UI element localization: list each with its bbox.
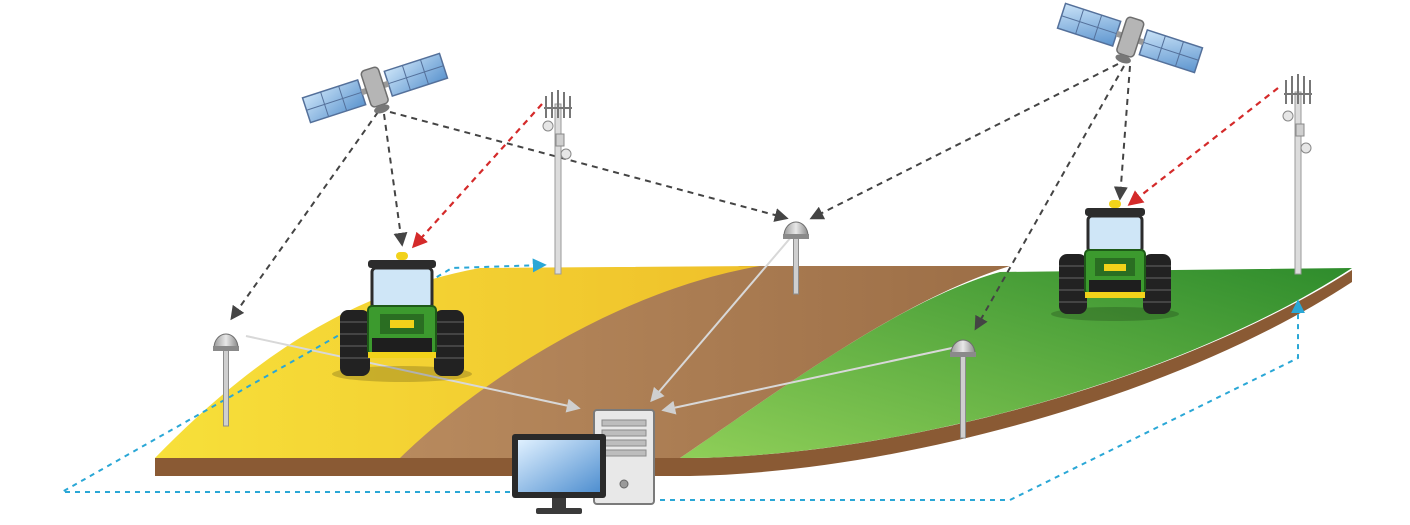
green-field bbox=[680, 268, 1352, 458]
data-link bbox=[650, 235, 793, 403]
tractor-icon bbox=[1051, 200, 1179, 321]
field bbox=[155, 266, 1352, 476]
cell-tower-icon bbox=[1282, 74, 1312, 275]
gnss-link bbox=[809, 63, 1119, 220]
gnss-base-station-icon bbox=[213, 333, 239, 427]
gnss-base-station-icon bbox=[950, 339, 976, 439]
correction-link bbox=[411, 103, 543, 249]
gnss-link bbox=[1113, 65, 1131, 201]
gnss-link bbox=[389, 111, 789, 222]
gnss-signal-links bbox=[230, 63, 1131, 331]
brown-field bbox=[395, 266, 1010, 458]
data-link bbox=[245, 335, 581, 413]
network-link-right bbox=[640, 299, 1305, 501]
tractor-icon bbox=[332, 252, 472, 382]
data-link bbox=[661, 347, 953, 415]
satellite-icon bbox=[1056, 2, 1204, 74]
satellite-icon bbox=[301, 52, 449, 124]
monitor-icon bbox=[512, 434, 606, 514]
network-links bbox=[58, 258, 1305, 501]
gnss-base-station-icon bbox=[783, 221, 809, 295]
server-icon bbox=[593, 409, 655, 505]
gnss-link bbox=[383, 113, 408, 247]
data-links bbox=[245, 235, 953, 415]
cell-tower-icon bbox=[542, 90, 572, 275]
correction-link bbox=[1127, 87, 1279, 206]
correction-links bbox=[411, 87, 1279, 249]
gnss-link bbox=[230, 111, 379, 321]
